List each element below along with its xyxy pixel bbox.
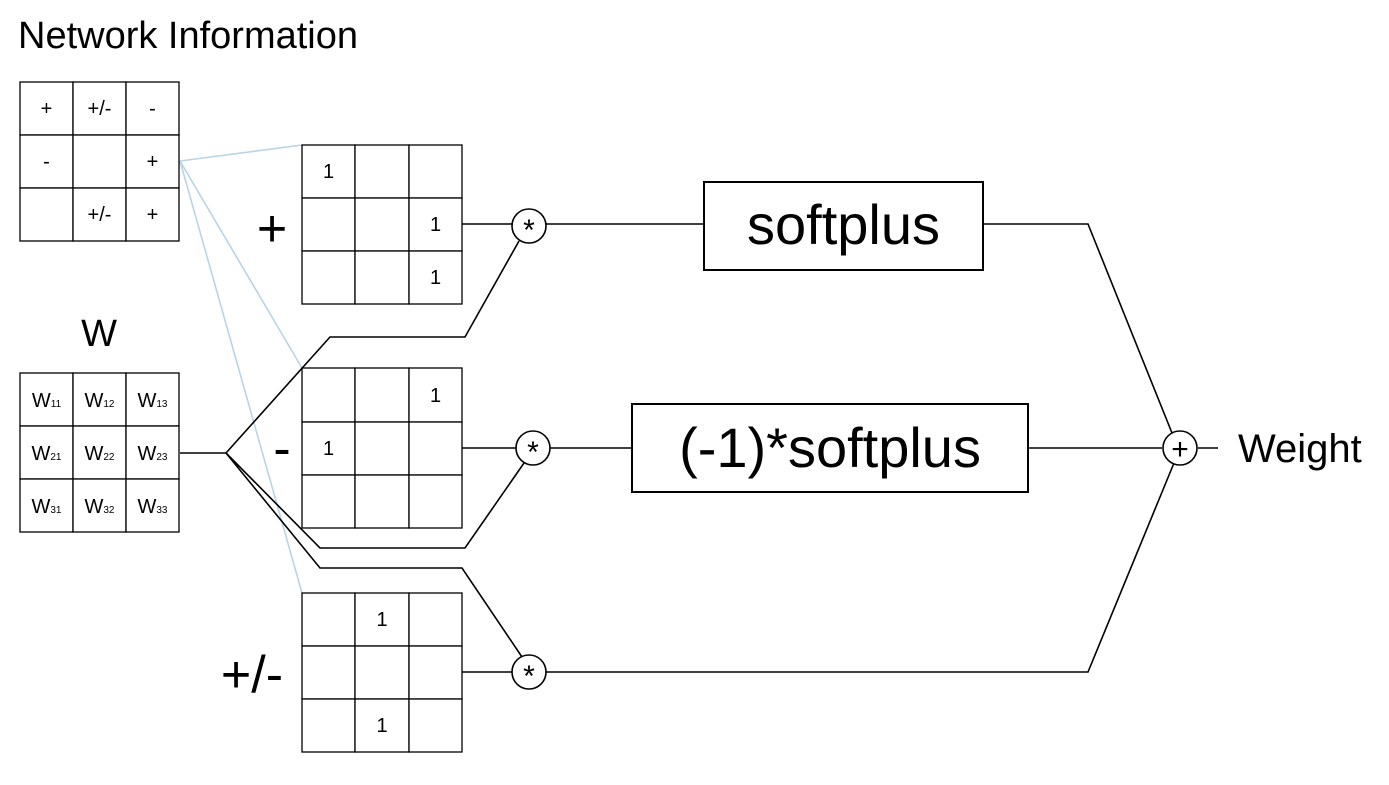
w-element: W21 xyxy=(31,443,61,465)
mask-value: 1 xyxy=(323,161,334,183)
mask-cell xyxy=(408,367,463,423)
network-info-grid: + +/- - - + +/- + xyxy=(19,81,180,242)
mask-cell xyxy=(301,367,356,423)
w-element: W12 xyxy=(84,390,114,412)
mask-cell xyxy=(301,592,356,647)
w-matrix-label: W xyxy=(81,313,117,355)
mask-cell xyxy=(354,144,410,199)
w-element: W11 xyxy=(32,390,62,412)
grid-cell xyxy=(125,134,180,189)
signal-wires xyxy=(180,223,1218,673)
mask-value: 1 xyxy=(430,385,441,407)
mask-cell xyxy=(408,250,463,305)
link-to-minus-mask xyxy=(179,160,303,369)
mask-cell xyxy=(408,421,463,476)
mask-value: 1 xyxy=(376,609,387,631)
mask-cell xyxy=(301,645,356,700)
function-label: (-1)*softplus xyxy=(679,416,981,479)
mask-cell xyxy=(301,698,356,753)
w-element: W33 xyxy=(137,496,167,518)
function-label: softplus xyxy=(747,193,940,256)
network-info-cell: + xyxy=(147,151,159,173)
w-cell xyxy=(125,478,180,533)
mask-cell xyxy=(408,474,463,529)
multiply-symbol: * xyxy=(527,436,539,469)
grid-cell xyxy=(72,187,127,242)
mask-sign-plusminus: +/- xyxy=(221,646,283,704)
multiply-node-plus: * xyxy=(511,208,547,247)
w-cell xyxy=(125,372,180,427)
mask-cell xyxy=(301,474,356,529)
grid-cell xyxy=(19,187,74,242)
w-cell xyxy=(125,425,180,480)
mask-cell xyxy=(301,144,356,199)
output-label: Weight xyxy=(1238,427,1362,471)
grid-cell xyxy=(125,187,180,242)
multiply-symbol: * xyxy=(523,660,535,693)
mask-cell xyxy=(301,421,356,476)
w-matrix: W11 W12 W13 W21 W22 W23 W31 W32 W33 xyxy=(19,372,180,533)
network-info-cell: +/- xyxy=(88,98,112,120)
network-info-cell: +/- xyxy=(88,204,112,226)
softplus-to-sum-wire xyxy=(983,223,1173,434)
mask-cell xyxy=(301,250,356,305)
network-info-cell: - xyxy=(149,98,156,120)
mask-value: 1 xyxy=(430,267,441,289)
w-element: W23 xyxy=(137,443,167,465)
w-cell xyxy=(72,372,127,427)
w-cell xyxy=(19,425,74,480)
mask-cell xyxy=(408,645,463,700)
network-info-cell: + xyxy=(147,204,159,226)
plusminus-to-sum-wire xyxy=(546,462,1175,673)
sum-circle xyxy=(1162,430,1198,466)
w-to-minus-multiply-wire xyxy=(225,452,525,549)
w-cell xyxy=(19,478,74,533)
w-to-plus-multiply-wire xyxy=(225,240,520,454)
mask-value: 1 xyxy=(430,214,441,236)
multiply-symbol: * xyxy=(523,214,535,247)
network-info-cell: + xyxy=(41,98,53,120)
mask-value: 1 xyxy=(376,715,387,737)
mask-value: 1 xyxy=(323,438,334,460)
w-to-plusminus-multiply-wire xyxy=(225,452,523,658)
multiply-circle xyxy=(515,430,551,466)
mask-cell xyxy=(408,698,463,753)
mask-cell xyxy=(354,421,410,476)
sum-node: + xyxy=(1162,430,1198,466)
multiply-circle xyxy=(511,208,547,244)
mask-cell xyxy=(408,144,463,199)
page-title: Network Information xyxy=(18,15,358,57)
mask-cell xyxy=(354,250,410,305)
w-element: W32 xyxy=(84,496,114,518)
w-cell xyxy=(72,478,127,533)
sum-symbol: + xyxy=(1171,433,1189,466)
mask-cell xyxy=(354,645,410,700)
w-element: W13 xyxy=(137,390,167,412)
mask-sign-minus: - xyxy=(273,420,290,478)
mask-minus-grid: 1 1 xyxy=(301,367,463,529)
mask-cell xyxy=(301,197,356,252)
grid-cell xyxy=(72,134,127,189)
mask-cell xyxy=(354,698,410,753)
w-cell xyxy=(72,425,127,480)
multiply-node-minus: * xyxy=(515,430,551,469)
neg-softplus-box: (-1)*softplus xyxy=(631,403,1029,493)
mask-plus-grid: 1 1 1 xyxy=(301,144,463,305)
mask-cell xyxy=(354,197,410,252)
w-element: W22 xyxy=(84,443,114,465)
mask-cell xyxy=(354,367,410,423)
mask-cell xyxy=(354,474,410,529)
function-box xyxy=(631,403,1029,493)
multiply-circle xyxy=(511,654,547,690)
function-box xyxy=(703,181,984,271)
mask-cell xyxy=(408,592,463,647)
mask-sign-plus: + xyxy=(257,200,287,258)
link-to-plus-mask xyxy=(179,144,303,162)
softplus-box: softplus xyxy=(703,181,984,271)
mask-plusminus-grid: 1 1 xyxy=(301,592,463,753)
network-info-cell: - xyxy=(43,151,50,173)
multiply-node-plusminus: * xyxy=(511,654,547,693)
w-element: W31 xyxy=(31,496,61,518)
